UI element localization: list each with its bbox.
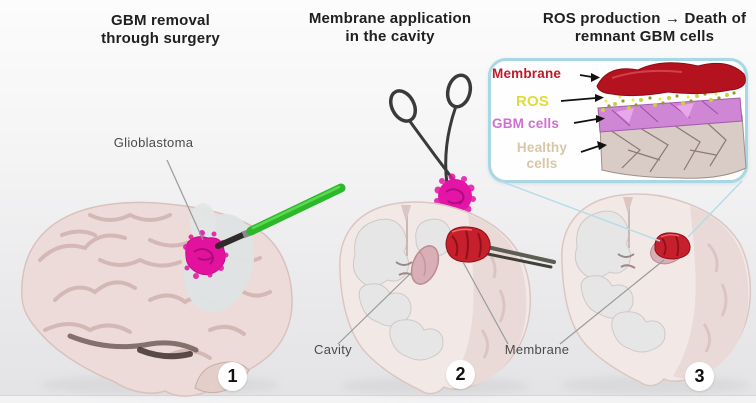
excised-tumor-ball xyxy=(434,173,476,217)
brain-shadows xyxy=(40,375,750,395)
midline-notch-3 xyxy=(623,197,633,214)
inset-gbm-cells-label: GBM cells xyxy=(492,116,560,131)
forceps-with-tumor-icon xyxy=(388,73,476,217)
glioblastoma-tumor xyxy=(183,230,229,279)
sylvian-fissure xyxy=(67,333,199,353)
brain-step1-illustration xyxy=(21,159,346,397)
inset-healthy-cells-label: Healthy cells xyxy=(516,140,568,171)
surgical-field xyxy=(183,213,255,313)
step3-title: ROS production → Death of remnant GBM ce… xyxy=(542,10,747,46)
membrane-pointer-line-right xyxy=(559,259,665,345)
ventricles xyxy=(395,261,415,277)
glioblastoma-pointer-line xyxy=(166,159,204,241)
inset-membrane-label: Membrane xyxy=(492,66,562,81)
glioblastoma-label: Glioblastoma xyxy=(113,135,194,150)
membrane-being-applied xyxy=(445,226,556,269)
membrane-label: Membrane xyxy=(504,342,570,357)
bottom-strip xyxy=(0,395,756,403)
white-matter-3 xyxy=(574,210,666,353)
membrane-pointer-line-left xyxy=(462,261,509,345)
surgical-tool-icon xyxy=(215,183,346,249)
step-number-3: 3 xyxy=(685,362,714,391)
inset-callout-line-left xyxy=(499,180,661,242)
inset-ros-label: ROS xyxy=(516,93,550,110)
midline-notch xyxy=(401,205,411,222)
inset-callout-line-right xyxy=(687,180,743,238)
step-number-2: 2 xyxy=(446,360,475,389)
deep-fissure xyxy=(137,347,193,360)
rear-cortex-3 xyxy=(673,206,749,379)
resection-cavity xyxy=(410,245,440,285)
cavity-pointer-line xyxy=(337,271,413,345)
white-matter xyxy=(352,218,453,361)
brain-gyri-texture xyxy=(38,212,272,360)
step1-title: GBM removal through surgery xyxy=(101,12,220,48)
cavity-label: Cavity xyxy=(314,342,352,357)
implanted-membrane xyxy=(650,232,691,265)
brain-step2-illustration xyxy=(337,201,556,395)
step-number-1: 1 xyxy=(218,362,247,391)
step2-title: Membrane application in the cavity xyxy=(308,10,472,46)
ventricles-3 xyxy=(617,253,636,269)
surgical-field-top xyxy=(190,203,216,241)
